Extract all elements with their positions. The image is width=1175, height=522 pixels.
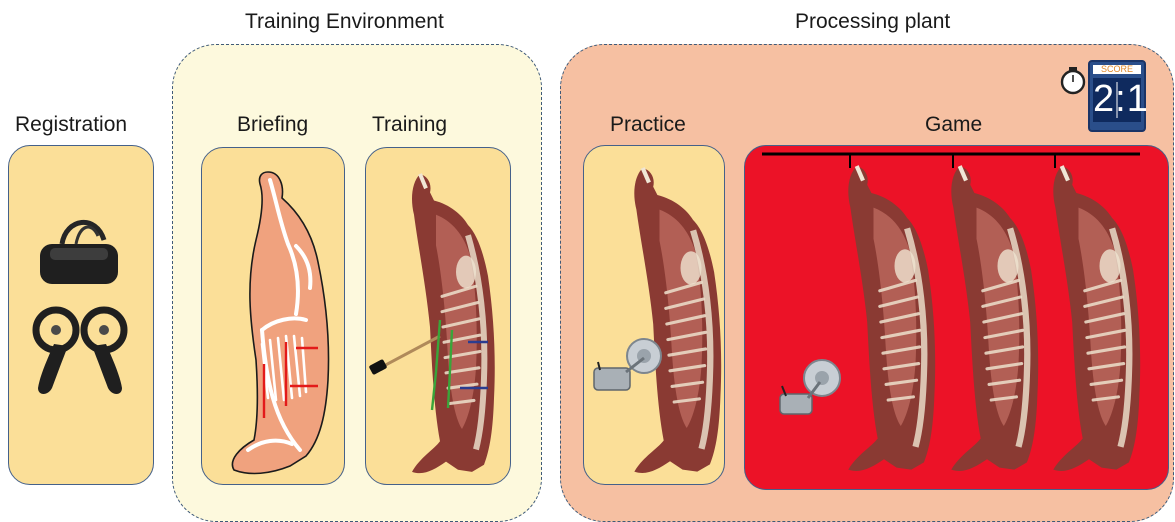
vr-controller-icon	[36, 310, 124, 394]
scoreboard-value: 2:1	[1093, 76, 1141, 122]
training-carcass	[412, 174, 495, 473]
game-rail	[762, 154, 1140, 168]
game-carcass-1	[848, 166, 935, 471]
vr-headset-icon	[40, 222, 118, 284]
game-carcass-2	[951, 166, 1038, 471]
probe-icon	[369, 336, 440, 375]
practice-carcass	[634, 168, 721, 473]
carcass-skeleton-diagram	[232, 172, 328, 473]
timer-icon	[1062, 67, 1084, 93]
game-carcass-3	[1053, 166, 1140, 471]
game-grading-device-icon	[780, 360, 840, 414]
scoreboard-label: SCORE	[1093, 64, 1141, 74]
grading-device-icon	[594, 339, 661, 390]
